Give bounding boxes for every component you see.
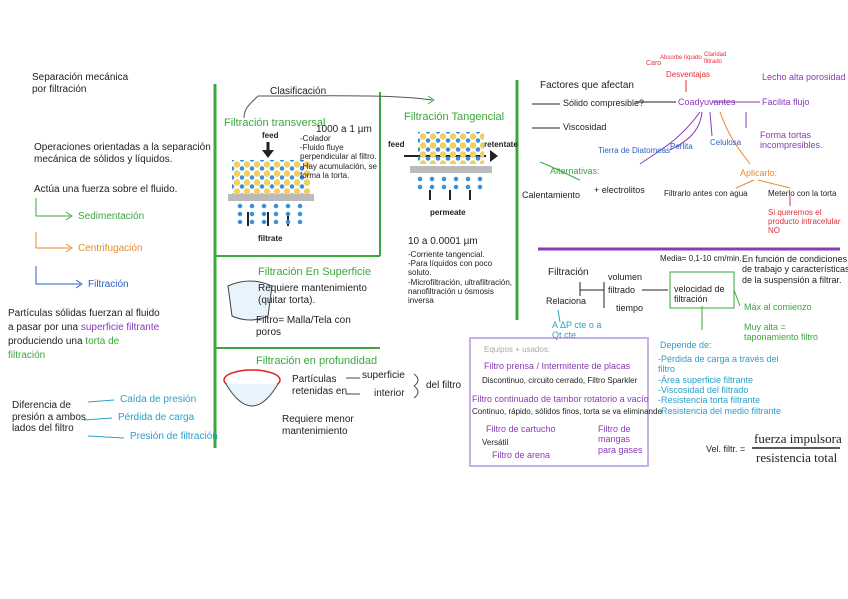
diferencia-text: Diferencia de presión a ambos lados del … bbox=[12, 400, 86, 434]
operaciones-text: Operaciones orientadas a la separación m… bbox=[34, 142, 211, 165]
celulosa-label: Celulosa bbox=[710, 138, 742, 147]
perdida-label: Pérdida de carga bbox=[118, 412, 195, 423]
filtro-tambor-sub: Continuo, rápido, sólidos finos, torta s… bbox=[472, 407, 662, 416]
delta-label: A ΔP cte o a Qt cte bbox=[552, 320, 602, 341]
max-label: Máx al comienzo bbox=[744, 302, 812, 312]
drops-tangencial bbox=[414, 175, 490, 191]
fraction-denominator: resistencia total bbox=[756, 450, 838, 465]
filtro-arena-label: Filtro de arena bbox=[492, 450, 551, 460]
filtrarlo-label: Filtrarlo antes con agua bbox=[664, 189, 748, 198]
filtracion-title: Filtración bbox=[548, 267, 589, 278]
permeate-label: permeate bbox=[430, 208, 466, 217]
particles-tangencial bbox=[418, 132, 484, 164]
electrolitos-label: + electrolitos bbox=[594, 185, 645, 195]
filtro-mangas-label: Filtro de mangas para gases bbox=[598, 424, 643, 455]
menor-mantenimiento: Requiere menor mantenimiento bbox=[282, 414, 354, 437]
particles-transversal bbox=[232, 160, 310, 194]
equipos-title: Equipos + usados: bbox=[484, 345, 551, 354]
meterlo-label: Meterlo con la torta bbox=[768, 189, 837, 198]
filtracion-label: Filtración bbox=[88, 279, 129, 290]
absorbe-label: Absorbe líquido bbox=[660, 55, 702, 61]
viscosidad-label: Viscosidad bbox=[563, 122, 607, 132]
relaciona-label: Relaciona bbox=[546, 296, 587, 306]
filtro-cartucho-label: Filtro de cartucho bbox=[486, 424, 556, 434]
superficie-word: superficie bbox=[362, 370, 405, 381]
caro-label: Caro bbox=[646, 60, 662, 67]
particulas-line-2: a pasar por una superficie filtrante bbox=[8, 322, 160, 333]
muy-alta-label: Muy alta = taponamiento filtro bbox=[744, 322, 819, 343]
particulas-line-3: produciendo una torta de bbox=[8, 336, 120, 347]
alternativas-label: Alternativas: bbox=[550, 166, 600, 176]
fraction-numerator: fuerza impulsora bbox=[754, 431, 842, 446]
retentate-label: retentate bbox=[484, 140, 518, 149]
depende-list: -Pérdida de carga a través del filtro -Á… bbox=[658, 354, 782, 416]
superficie-title: Filtración En Superficie bbox=[258, 266, 372, 278]
condiciones-text: En función de condiciones de trabajo y c… bbox=[742, 254, 848, 285]
transversal-notes: -Colador -Fluido fluye perpendicular al … bbox=[300, 134, 377, 180]
versatil-label: Versátil bbox=[482, 438, 509, 447]
del-filtro-word: del filtro bbox=[426, 380, 462, 391]
presion-label: Presión de filtración bbox=[130, 431, 218, 442]
centrifugacion-label: Centrifugación bbox=[78, 243, 143, 254]
transversal-title: Filtración transversal bbox=[224, 117, 326, 129]
tierra-label: Tierra de Diatomeas bbox=[598, 146, 671, 155]
filtro-prensa-label: Filtro prensa / Intermitente de placas bbox=[484, 361, 631, 371]
fuerza-text: Actúa una fuerza sobre el fluido. bbox=[34, 184, 178, 195]
factores-title: Factores que afectan bbox=[540, 80, 634, 91]
tangencial-title: Filtración Tangencial bbox=[404, 111, 505, 123]
media-label: Media= 0,1-10 cm/min. bbox=[660, 254, 742, 263]
claridad-label: Claridad filtrado bbox=[704, 52, 727, 65]
desventajas-label: Desventajas bbox=[666, 70, 711, 79]
filtro-tambor-label: Filtro continuado de tambor rotatorio a … bbox=[472, 394, 649, 404]
profundidad-title: Filtración en profundidad bbox=[256, 355, 378, 367]
solido-label: Sólido compresible? bbox=[563, 98, 645, 108]
drops-transversal bbox=[234, 202, 308, 224]
main-title: Separación mecánica por filtración bbox=[32, 72, 129, 95]
tiempo-label: tiempo bbox=[616, 303, 644, 313]
feed-label: feed bbox=[262, 131, 279, 140]
filtro-prensa-sub: Discontinuo, circuito cerrado, Filtro Sp… bbox=[482, 376, 638, 385]
filtro-text: Filtro= Malla/Tela con poros bbox=[256, 315, 351, 338]
interior-word: interior bbox=[374, 388, 405, 399]
clasificacion-label: Clasificación bbox=[270, 86, 327, 97]
vel-filtr-label: Vel. filtr. = bbox=[706, 444, 746, 454]
facilita-label: Facilita flujo bbox=[762, 97, 810, 107]
filtrate-label: filtrate bbox=[258, 234, 283, 243]
particulas-line-4: filtración bbox=[8, 350, 46, 361]
particulas-line-1: Partículas sólidas fuerzan al fluido bbox=[8, 308, 160, 319]
tangencial-size: 10 a 0.0001 µm bbox=[408, 236, 478, 247]
lecho-label: Lecho alta porosidad bbox=[762, 72, 846, 82]
filtrado-label: filtrado bbox=[608, 285, 636, 295]
transversal-size: 1000 a 1 µm bbox=[316, 124, 372, 135]
coadyuvantes-label: Coadyuvantes bbox=[678, 97, 736, 107]
volumen-label: volumen bbox=[608, 272, 643, 282]
superficie-text: Requiere mantenimiento (quitar torta). bbox=[258, 283, 367, 306]
si-queremos-label: Si queremos el producto intracelular NO bbox=[768, 208, 841, 236]
feed2-label: feed bbox=[388, 140, 405, 149]
velocidad-label: velocidad de filtración bbox=[674, 284, 725, 305]
particulas-retenidas: Partículas retenidas en bbox=[292, 374, 348, 397]
perlita-label: Perlita bbox=[670, 142, 693, 151]
sedimentacion-label: Sedimentación bbox=[78, 211, 145, 222]
forma-tortas: Forma tortas incompresibles. bbox=[760, 130, 823, 151]
caida-label: Caída de presión bbox=[120, 394, 197, 405]
calentamiento-label: Calentamiento bbox=[522, 190, 581, 200]
depende-title: Depende de: bbox=[660, 340, 712, 350]
tangencial-notes: -Corriente tangencial. -Para líquidos co… bbox=[408, 250, 513, 305]
aplicarlo-label: Aplicarlo: bbox=[740, 168, 778, 178]
